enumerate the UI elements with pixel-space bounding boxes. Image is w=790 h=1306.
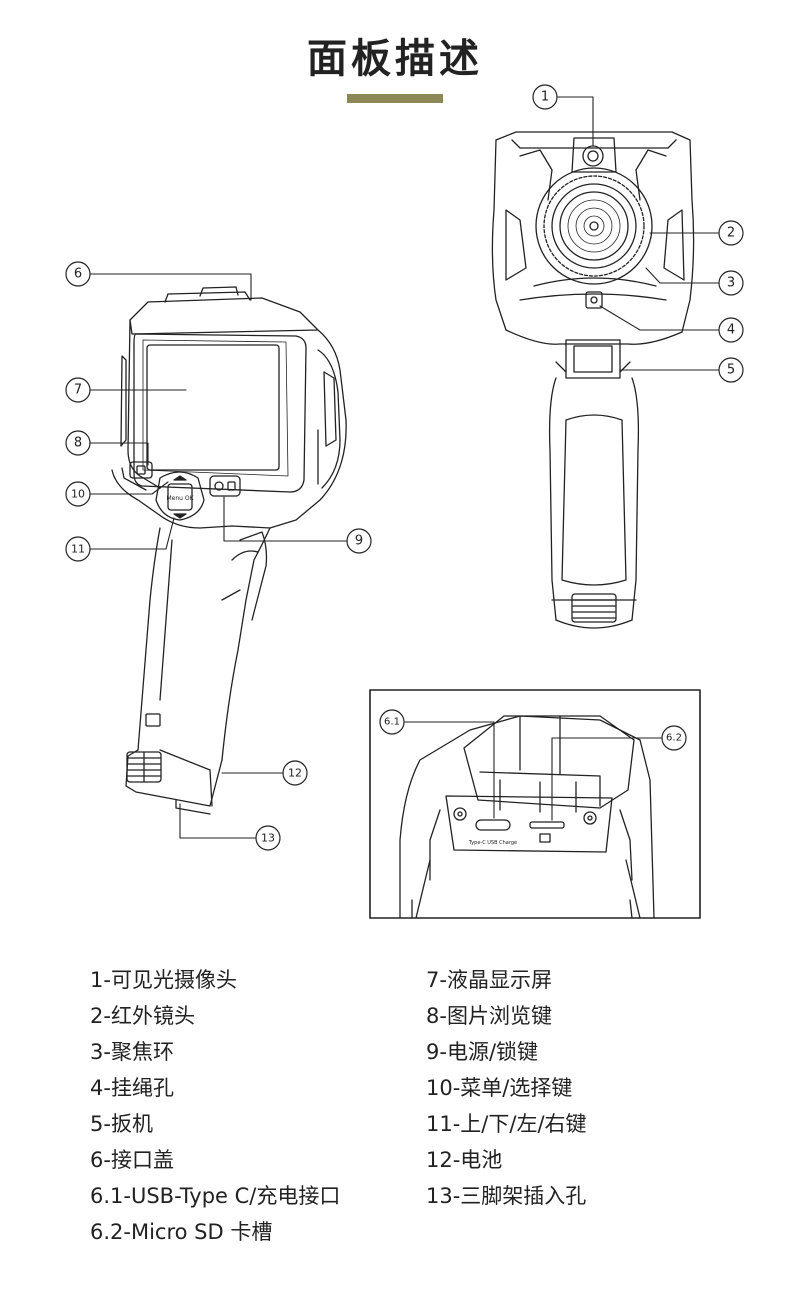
interface-cover: [463, 715, 635, 809]
front-view-device: [111, 286, 347, 815]
legend-item-6-1: 6.1-USB-Type C/充电接口: [90, 1184, 341, 1208]
legend-item-5: 5-扳机: [90, 1112, 153, 1136]
direction-pad: [155, 471, 205, 521]
image-browse-key: [129, 461, 153, 479]
sd-card-slot: [529, 821, 565, 829]
rear-view-device: [491, 131, 695, 629]
callout-11: 11: [71, 543, 85, 556]
usb-c-port: [475, 819, 511, 831]
legend-item-11: 11-上/下/左/右键: [426, 1112, 587, 1136]
trigger-housing: [565, 339, 621, 379]
ir-lens-outer: [535, 167, 653, 285]
legend-item-7: 7-液晶显示屏: [426, 968, 552, 992]
callout-6-1: 6.1: [384, 717, 400, 728]
callout-10: 10: [71, 488, 85, 501]
legend-item-6: 6-接口盖: [90, 1148, 174, 1172]
callout-1: 1: [541, 90, 549, 105]
rear-battery-grip: [571, 593, 617, 623]
legend-left: 1-可见光摄像头 2-红外镜头 3-聚焦环 4-挂绳孔 5-扳机 6-接口盖 6…: [90, 962, 410, 1250]
callout-2: 2: [727, 226, 735, 241]
interface-detail: [369, 689, 701, 919]
legend-item-12: 12-电池: [426, 1148, 503, 1172]
lcd-screen: [146, 344, 280, 471]
callout-12: 12: [288, 767, 302, 780]
callout-8: 8: [74, 436, 82, 451]
legend-item-13: 13-三脚架插入孔: [426, 1184, 587, 1208]
focus-ring: [543, 175, 645, 277]
title-underline: [347, 94, 443, 103]
legend-right: 7-液晶显示屏 8-图片浏览键 9-电源/锁键 10-菜单/选择键 11-上/下…: [426, 962, 766, 1214]
menu-ok-label: Menu OK: [166, 495, 194, 502]
callout-6-2: 6.2: [666, 733, 682, 744]
power-lock-key: [209, 475, 241, 497]
leader-lines: [89, 96, 720, 839]
legend-item-10: 10-菜单/选择键: [426, 1076, 573, 1100]
callout-5: 5: [727, 363, 735, 378]
detail-frame: [369, 689, 701, 919]
legend-item-3: 3-聚焦环: [90, 1040, 174, 1064]
visible-camera: [582, 145, 604, 167]
callout-6: 6: [74, 267, 82, 282]
callout-circles: [65, 84, 744, 851]
lanyard-hole: [585, 291, 603, 309]
legend-item-8: 8-图片浏览键: [426, 1004, 552, 1028]
callout-13: 13: [261, 832, 275, 845]
callout-4: 4: [727, 323, 735, 338]
legend-item-2: 2-红外镜头: [90, 1004, 195, 1028]
callout-9: 9: [355, 534, 363, 549]
legend-item-9: 9-电源/锁键: [426, 1040, 539, 1064]
callout-3: 3: [727, 276, 735, 291]
legend-item-6-2: 6.2-Micro SD 卡槽: [90, 1220, 273, 1244]
port-label: Type-C USB Charge: [468, 840, 517, 846]
legend-item-4: 4-挂绳孔: [90, 1076, 174, 1100]
legend-item-1: 1-可见光摄像头: [90, 968, 237, 992]
page-title: 面板描述: [307, 36, 483, 82]
callout-7: 7: [74, 383, 82, 398]
